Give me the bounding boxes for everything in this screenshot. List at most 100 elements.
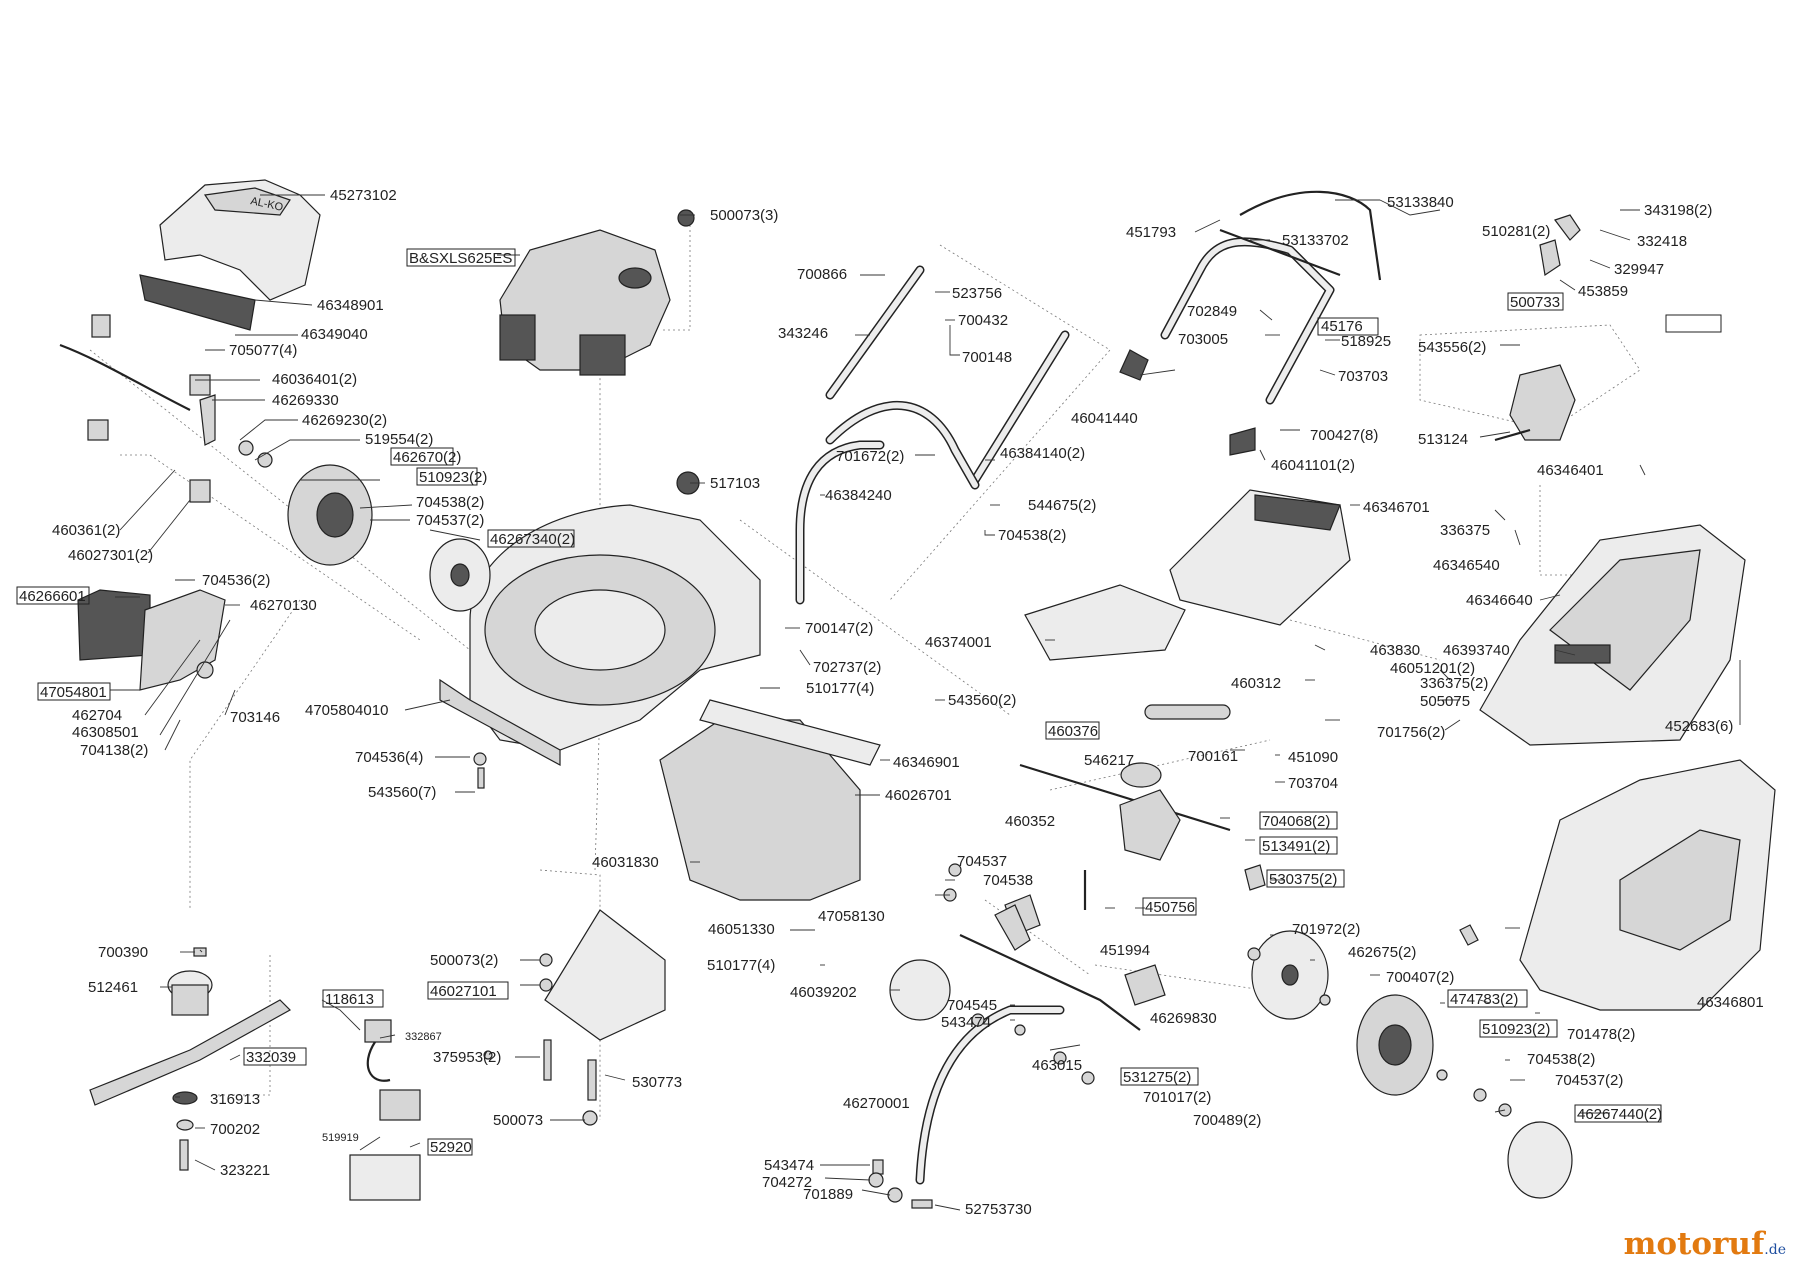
label-451793: 451793 xyxy=(1126,224,1176,241)
label-530375-2: 530375(2) xyxy=(1269,871,1337,888)
label-704537: 704537 xyxy=(957,853,1007,870)
brand-name: motoruf xyxy=(1623,1226,1765,1262)
label-46266601: 46266601 xyxy=(19,588,86,605)
label-704545: 704545 xyxy=(947,997,997,1014)
label-52753730: 52753730 xyxy=(965,1201,1032,1218)
label-46346401: 46346401 xyxy=(1537,462,1604,479)
label-46269830: 46269830 xyxy=(1150,1010,1217,1027)
label-450756: 450756 xyxy=(1145,899,1195,916)
chute-deflector xyxy=(1024,584,1186,661)
label-523756: 523756 xyxy=(952,285,1002,302)
label-336375: 336375 xyxy=(1440,522,1490,539)
label-700866: 700866 xyxy=(797,266,847,283)
part-labels: 45273102 46348901 46349040 705077(4) 460… xyxy=(19,187,1764,1218)
label-703703: 703703 xyxy=(1338,368,1388,385)
label-463830: 463830 xyxy=(1370,642,1420,659)
label-704272: 704272 xyxy=(762,1174,812,1191)
label-52920: 52920 xyxy=(430,1139,472,1156)
label-463015: 463015 xyxy=(1032,1057,1082,1074)
label-46269230-2: 46269230(2) xyxy=(302,412,387,429)
label-700489-2: 700489(2) xyxy=(1193,1112,1261,1129)
label-316913: 316913 xyxy=(210,1091,260,1108)
label-546217: 546217 xyxy=(1084,752,1134,769)
label-46041101-2: 46041101(2) xyxy=(1271,457,1355,474)
label-703146: 703146 xyxy=(230,709,280,726)
label-512461: 512461 xyxy=(88,979,138,996)
label-704138-2: 704138(2) xyxy=(80,742,148,759)
top-cover: AL-KO xyxy=(139,179,321,331)
label-704536-2: 704536(2) xyxy=(202,572,270,589)
label-500073-3: 500073(3) xyxy=(710,207,778,224)
label-462704: 462704 xyxy=(72,707,122,724)
label-46346640: 46346640 xyxy=(1466,592,1533,609)
label-704537-2-a: 704537(2) xyxy=(416,512,484,529)
label-46270001: 46270001 xyxy=(843,1095,910,1112)
mower-deck xyxy=(439,504,761,767)
label-700407-2: 700407(2) xyxy=(1386,969,1454,986)
label-46346540: 46346540 xyxy=(1433,557,1500,574)
grass-box-frame xyxy=(1479,524,1746,746)
label-332867: 332867 xyxy=(405,1031,442,1043)
label-543474-a: 543474 xyxy=(941,1014,991,1031)
label-46027101: 46027101 xyxy=(430,983,497,1000)
label-543560-2: 543560(2) xyxy=(948,692,1016,709)
label-46051201-2: 46051201(2) xyxy=(1390,660,1475,677)
label-703704: 703704 xyxy=(1288,775,1338,792)
label-451994: 451994 xyxy=(1100,942,1150,959)
label-700427-8: 700427(8) xyxy=(1310,427,1378,444)
label-343198-2: 343198(2) xyxy=(1644,202,1712,219)
handle-upper xyxy=(1119,190,1382,456)
rear-flap xyxy=(699,699,881,766)
front-wheel-left xyxy=(287,464,491,612)
label-700432: 700432 xyxy=(958,312,1008,329)
label-47054801: 47054801 xyxy=(40,684,107,701)
label-700202: 700202 xyxy=(210,1121,260,1138)
label-46267440-2: 46267440(2) xyxy=(1577,1106,1662,1123)
label-4705804010: 4705804010 xyxy=(305,702,388,719)
label-47058130: 47058130 xyxy=(818,908,885,925)
label-704538-2-b: 704538(2) xyxy=(998,527,1066,544)
label-462670-2: 462670(2) xyxy=(393,449,461,466)
label-460376: 460376 xyxy=(1048,723,1098,740)
label-704068-2: 704068(2) xyxy=(1262,813,1330,830)
label-500733: 500733 xyxy=(1510,294,1560,311)
label-530773: 530773 xyxy=(632,1074,682,1091)
label-460352: 460352 xyxy=(1005,813,1055,830)
label-510177-4-b: 510177(4) xyxy=(707,957,775,974)
label-519554-2: 519554(2) xyxy=(365,431,433,448)
label-46374001: 46374001 xyxy=(925,634,992,651)
label-46308501: 46308501 xyxy=(72,724,139,741)
label-513124: 513124 xyxy=(1418,431,1468,448)
label-332039: 332039 xyxy=(246,1049,296,1066)
engine xyxy=(499,229,671,376)
label-46384240: 46384240 xyxy=(825,487,892,504)
label-engine-model: B&SXLS625ES xyxy=(409,250,512,267)
label-704538-2-c: 704538(2) xyxy=(1527,1051,1595,1068)
side-discharge-parts xyxy=(77,589,226,691)
brand-watermark: motoruf.de xyxy=(1624,1226,1786,1262)
label-46269330: 46269330 xyxy=(272,392,339,409)
label-474783-2: 474783(2) xyxy=(1450,991,1518,1008)
label-460312: 460312 xyxy=(1231,675,1281,692)
label-46346701: 46346701 xyxy=(1363,499,1430,516)
label-343246: 343246 xyxy=(778,325,828,342)
grass-basket xyxy=(1519,759,1776,1011)
grass-bag-top xyxy=(1169,489,1351,626)
label-46346901: 46346901 xyxy=(893,754,960,771)
label-701756-2: 701756(2) xyxy=(1377,724,1445,741)
label-701889: 701889 xyxy=(803,1186,853,1203)
label-700161: 700161 xyxy=(1188,748,1238,765)
label-704538-2-a: 704538(2) xyxy=(416,494,484,511)
label-700390: 700390 xyxy=(98,944,148,961)
label-46027301-2: 46027301(2) xyxy=(68,547,153,564)
label-510281-2: 510281(2) xyxy=(1482,223,1550,240)
brand-suffix: .de xyxy=(1764,1242,1786,1258)
label-46393740: 46393740 xyxy=(1443,642,1510,659)
switch-box xyxy=(1494,214,1581,442)
label-702737-2: 702737(2) xyxy=(813,659,881,676)
label-500073: 500073 xyxy=(493,1112,543,1129)
label-329947: 329947 xyxy=(1614,261,1664,278)
label-46039202: 46039202 xyxy=(790,984,857,1001)
label-500073-2: 500073(2) xyxy=(430,952,498,969)
label-701478-2: 701478(2) xyxy=(1567,1026,1635,1043)
